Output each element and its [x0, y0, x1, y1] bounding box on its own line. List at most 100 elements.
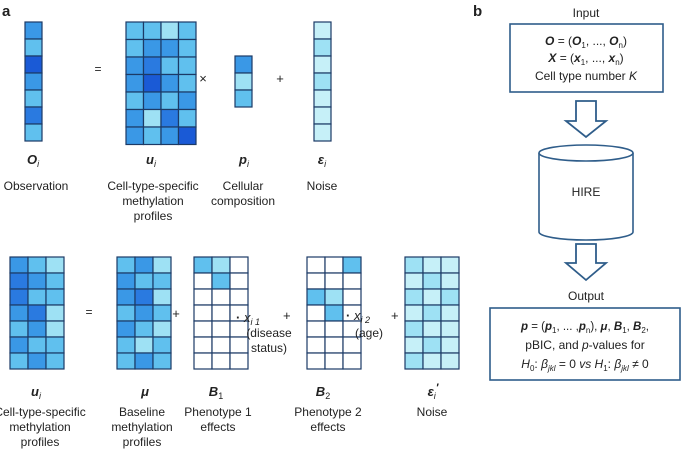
baseline-cell	[134, 272, 154, 290]
u-bottom-cell	[9, 304, 29, 322]
phenotype1-cell	[211, 288, 231, 306]
u-bottom-cell	[45, 304, 65, 322]
observation-cell	[24, 106, 43, 125]
x2-symbol: xi 2	[353, 308, 370, 325]
dot-x1: ·	[236, 310, 240, 325]
noise-bottom-cell	[440, 304, 460, 322]
u-label-top-2: methylation	[122, 194, 183, 208]
phenotype-1-label-2: effects	[200, 420, 235, 434]
noise-top-cell	[313, 55, 332, 74]
u-bottom-cell	[9, 320, 29, 338]
u-bottom-cell	[45, 320, 65, 338]
equals-sign: =	[94, 62, 101, 76]
baseline-cell	[134, 352, 154, 370]
u-top-cell	[177, 126, 197, 146]
observation-label: Observation	[4, 179, 69, 193]
phenotype1-cell	[229, 336, 249, 354]
u-label-bottom-2: methylation	[9, 420, 70, 434]
phenotype1-cell	[211, 320, 231, 338]
u-top-cell	[142, 91, 162, 111]
observation-matrix	[24, 21, 43, 142]
phenotype1-cell	[229, 288, 249, 306]
u-top-cell	[125, 126, 145, 146]
baseline-cell	[116, 288, 136, 306]
observation-cell	[24, 123, 43, 142]
phenotype1-cell	[211, 272, 231, 290]
phenotype2-cell	[306, 304, 326, 322]
noise-bottom-cell	[422, 320, 442, 338]
output-line-1: p = (p1, ... ,pn), μ, B1, B2,	[520, 321, 649, 335]
noise-bottom-cell	[404, 272, 424, 290]
disease-note-2: status)	[251, 341, 287, 355]
noise-bottom-cell	[440, 320, 460, 338]
u-top-cell	[160, 73, 180, 93]
observation-cell	[24, 21, 43, 40]
u-top-cell	[125, 21, 145, 41]
phenotype1-cell	[193, 304, 213, 322]
noise-bottom-cell	[440, 336, 460, 354]
hire-label: HIRE	[572, 185, 601, 199]
phenotype1-cell	[211, 352, 231, 370]
phenotype2-cell	[324, 304, 344, 322]
baseline-cell	[134, 304, 154, 322]
noise-bottom-cell	[440, 352, 460, 370]
phenotype2-cell	[306, 336, 326, 354]
phenotype1-cell	[211, 304, 231, 322]
baseline-cell	[134, 256, 154, 274]
u-label-top-1: Cell-type-specific	[107, 179, 198, 193]
noise-label-bottom: Noise	[417, 405, 448, 419]
baseline-label-1: Baseline	[119, 405, 165, 419]
baseline-cell	[152, 336, 172, 354]
baseline-cell	[116, 304, 136, 322]
noise-top-cell	[313, 89, 332, 108]
phenotype2-cell	[324, 320, 344, 338]
phenotype2-cell	[306, 320, 326, 338]
u-label-bottom-3: profiles	[21, 435, 60, 449]
phenotype1-cell	[193, 256, 213, 274]
phenotype1-cell	[193, 320, 213, 338]
u-top-cell	[177, 91, 197, 111]
baseline-cell	[116, 320, 136, 338]
p-symbol-top: pi	[238, 152, 250, 169]
plus-sign-bottom-3: +	[391, 308, 399, 323]
phenotype2-cell	[306, 288, 326, 306]
phenotype1-cell	[229, 272, 249, 290]
baseline-cell	[116, 352, 136, 370]
disease-note-1: (disease	[246, 326, 292, 340]
u-top-cell	[125, 73, 145, 93]
u-bottom-cell	[45, 336, 65, 354]
u-bottom-cell	[45, 352, 65, 370]
noise-bottom-cell	[422, 304, 442, 322]
noise-bottom-cell	[422, 256, 442, 274]
equals-sign-bottom: =	[85, 305, 92, 319]
baseline-cell	[134, 336, 154, 354]
baseline-cell	[152, 288, 172, 306]
u-top-cell	[160, 21, 180, 41]
u-top-cell	[160, 91, 180, 111]
obs-symbol: Oi	[27, 152, 40, 169]
u-bottom-cell	[27, 304, 47, 322]
baseline-cell	[134, 320, 154, 338]
u-top-cell	[160, 56, 180, 76]
composition-cell	[234, 72, 253, 91]
composition-label-2: composition	[211, 194, 275, 208]
u-bottom-cell	[9, 288, 29, 306]
noise-bottom-cell	[404, 352, 424, 370]
noise-bottom-cell	[404, 304, 424, 322]
phenotype2-cell	[306, 352, 326, 370]
b2-symbol: B2	[316, 384, 330, 401]
u-bottom-cell	[27, 288, 47, 306]
times-sign: ×	[199, 71, 207, 86]
noise-matrix-bottom	[404, 256, 460, 370]
phenotype2-cell	[324, 352, 344, 370]
flow-arrow-down-icon	[563, 100, 609, 139]
phenotype-2-label-1: Phenotype 2	[294, 405, 362, 419]
input-title: Input	[573, 6, 600, 20]
phenotype1-cell	[193, 336, 213, 354]
cellular-composition-vector	[234, 55, 253, 108]
u-top-cell	[160, 38, 180, 58]
panel-b-letter: b	[473, 3, 482, 20]
u-top-cell	[125, 56, 145, 76]
eps-prime-symbol: εi′	[428, 382, 440, 401]
